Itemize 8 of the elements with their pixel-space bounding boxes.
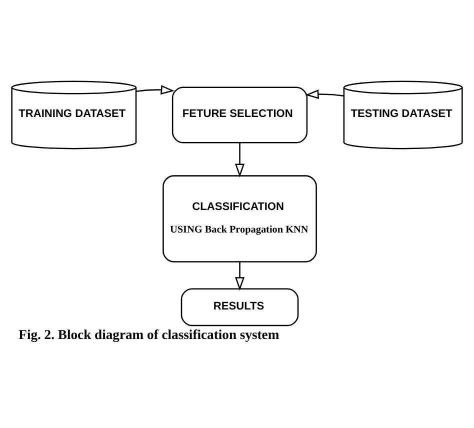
arrow [305, 89, 344, 99]
caption: Fig. 2. Block diagram of classification system [18, 326, 280, 342]
arrow [235, 142, 245, 177]
arrow [136, 84, 174, 94]
node-box: CLASSIFICATION USING Back Propagation KNN [162, 174, 317, 262]
node-box: FETURE SELECTION [172, 86, 308, 143]
node-box: RESULTS [180, 288, 299, 326]
arrow [235, 261, 245, 290]
